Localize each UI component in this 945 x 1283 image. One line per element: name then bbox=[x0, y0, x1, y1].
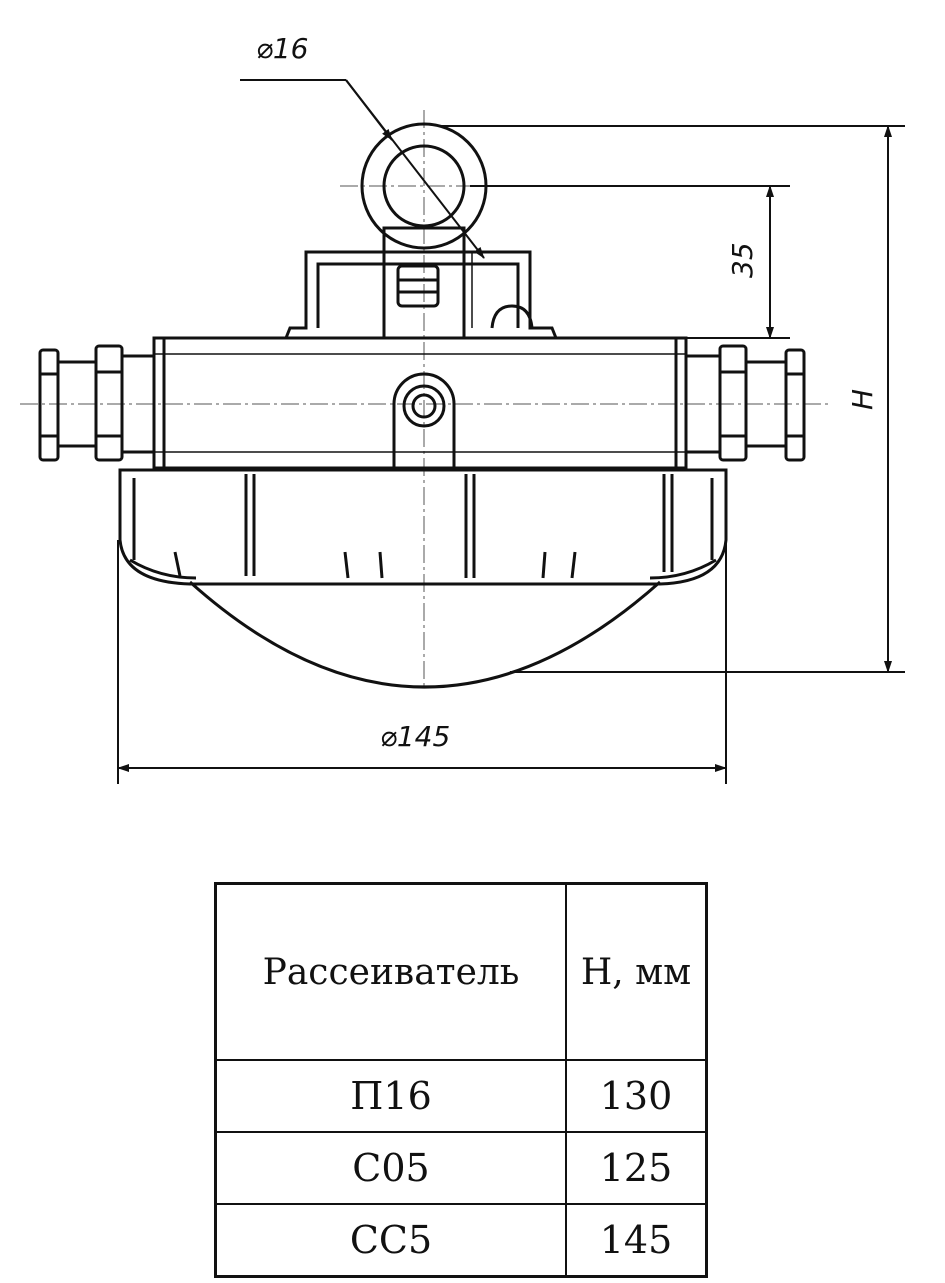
table-row: СС5 145 bbox=[214, 1203, 708, 1278]
table-cell-diffuser: П16 bbox=[214, 1059, 567, 1133]
table-row: П16 130 bbox=[214, 1059, 708, 1133]
dome-diffuser bbox=[188, 580, 661, 689]
diffuser-height-table-wrap: Рассеиватель Н, мм П16 130 С05 125 СС5 1… bbox=[214, 882, 708, 1278]
table-cell-height: 130 bbox=[565, 1059, 708, 1133]
diffuser-height-table: Рассеиватель Н, мм П16 130 С05 125 СС5 1… bbox=[214, 882, 708, 1278]
dimension-bracket-height-label: 35 bbox=[726, 242, 759, 278]
table-cell-diffuser: СС5 bbox=[214, 1203, 567, 1278]
housing-body bbox=[152, 336, 688, 470]
dimension-width bbox=[117, 540, 727, 784]
dimension-eye-diameter-label: ⌀16 bbox=[256, 32, 309, 65]
dimension-overall-height bbox=[440, 125, 905, 673]
dimension-bracket-height bbox=[470, 185, 790, 339]
protective-guard bbox=[118, 468, 728, 586]
right-cable-gland bbox=[684, 344, 806, 462]
dimension-width-label: ⌀145 bbox=[380, 720, 450, 753]
mounting-bracket bbox=[284, 226, 558, 340]
table-header-diffuser: Рассеиватель bbox=[214, 882, 567, 1061]
table-cell-diffuser: С05 bbox=[214, 1131, 567, 1205]
left-cable-gland bbox=[38, 344, 156, 462]
table-row: С05 125 bbox=[214, 1131, 708, 1205]
centerlines bbox=[20, 110, 830, 690]
table-cell-height: 145 bbox=[565, 1203, 708, 1278]
table-header-row: Рассеиватель Н, мм bbox=[214, 882, 708, 1061]
dimension-eye-diameter bbox=[240, 79, 485, 259]
table-header-height: Н, мм bbox=[565, 882, 708, 1061]
body-bolt bbox=[392, 372, 456, 470]
dimension-overall-height-label: H bbox=[846, 389, 879, 410]
lamp-technical-drawing: ⌀16 35 H ⌀145 bbox=[20, 32, 905, 784]
table-cell-height: 125 bbox=[565, 1131, 708, 1205]
